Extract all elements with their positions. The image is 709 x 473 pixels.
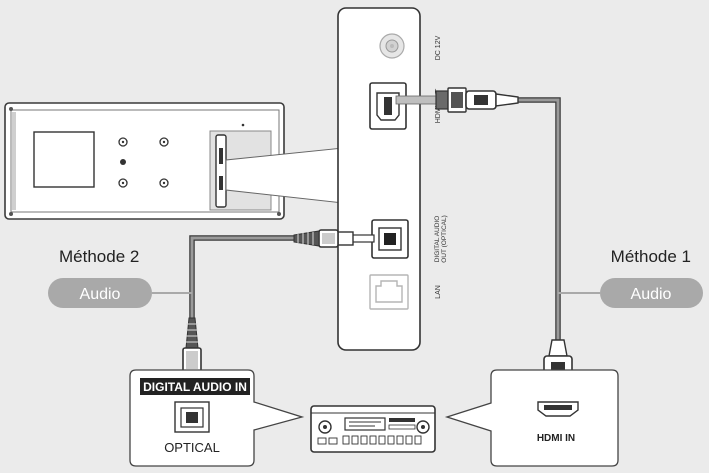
optical-plug-icon [293,229,375,248]
digital-audio-in-label: DIGITAL AUDIO IN [143,380,247,394]
method2-pill [48,278,152,308]
screw-icon [118,137,128,147]
connection-panel: DC 12V HDMI OUT DIGITAL AUDIO OUT (OPTIC… [337,7,448,351]
optical-label: OPTICAL [164,440,220,455]
optical-cable [189,235,294,320]
port-strip [215,134,227,208]
hdmi-cable [518,97,561,340]
method1-pill [600,278,703,308]
lan-port [369,274,409,310]
screw-icon [159,137,169,147]
hdmi-in-callout: HDMI IN [444,369,619,467]
method1-group: Méthode 1 Audio [558,247,703,308]
method2-tag: Audio [80,286,121,303]
method1-tag: Audio [631,286,672,303]
hdmi-plug-icon [395,87,519,113]
screw-icon [159,178,169,188]
method2-group: Méthode 2 Audio [48,247,192,308]
digital-audio-label-line2: OUT (OPTICAL) [441,215,448,263]
screw-icon [118,178,128,188]
digital-audio-in-header [140,378,250,395]
method1-title: Méthode 1 [611,247,691,266]
digital-audio-label-line1: DIGITAL AUDIO [434,216,441,263]
av-receiver [310,405,436,453]
receiver-display [344,417,386,431]
method2-title: Méthode 2 [59,247,139,266]
hdmi-in-label: HDMI IN [537,433,575,444]
lan-label: LAN [435,285,442,299]
digital-audio-in-callout: DIGITAL AUDIO IN OPTICAL [129,369,305,467]
dc-label: DC 12V [435,35,442,60]
